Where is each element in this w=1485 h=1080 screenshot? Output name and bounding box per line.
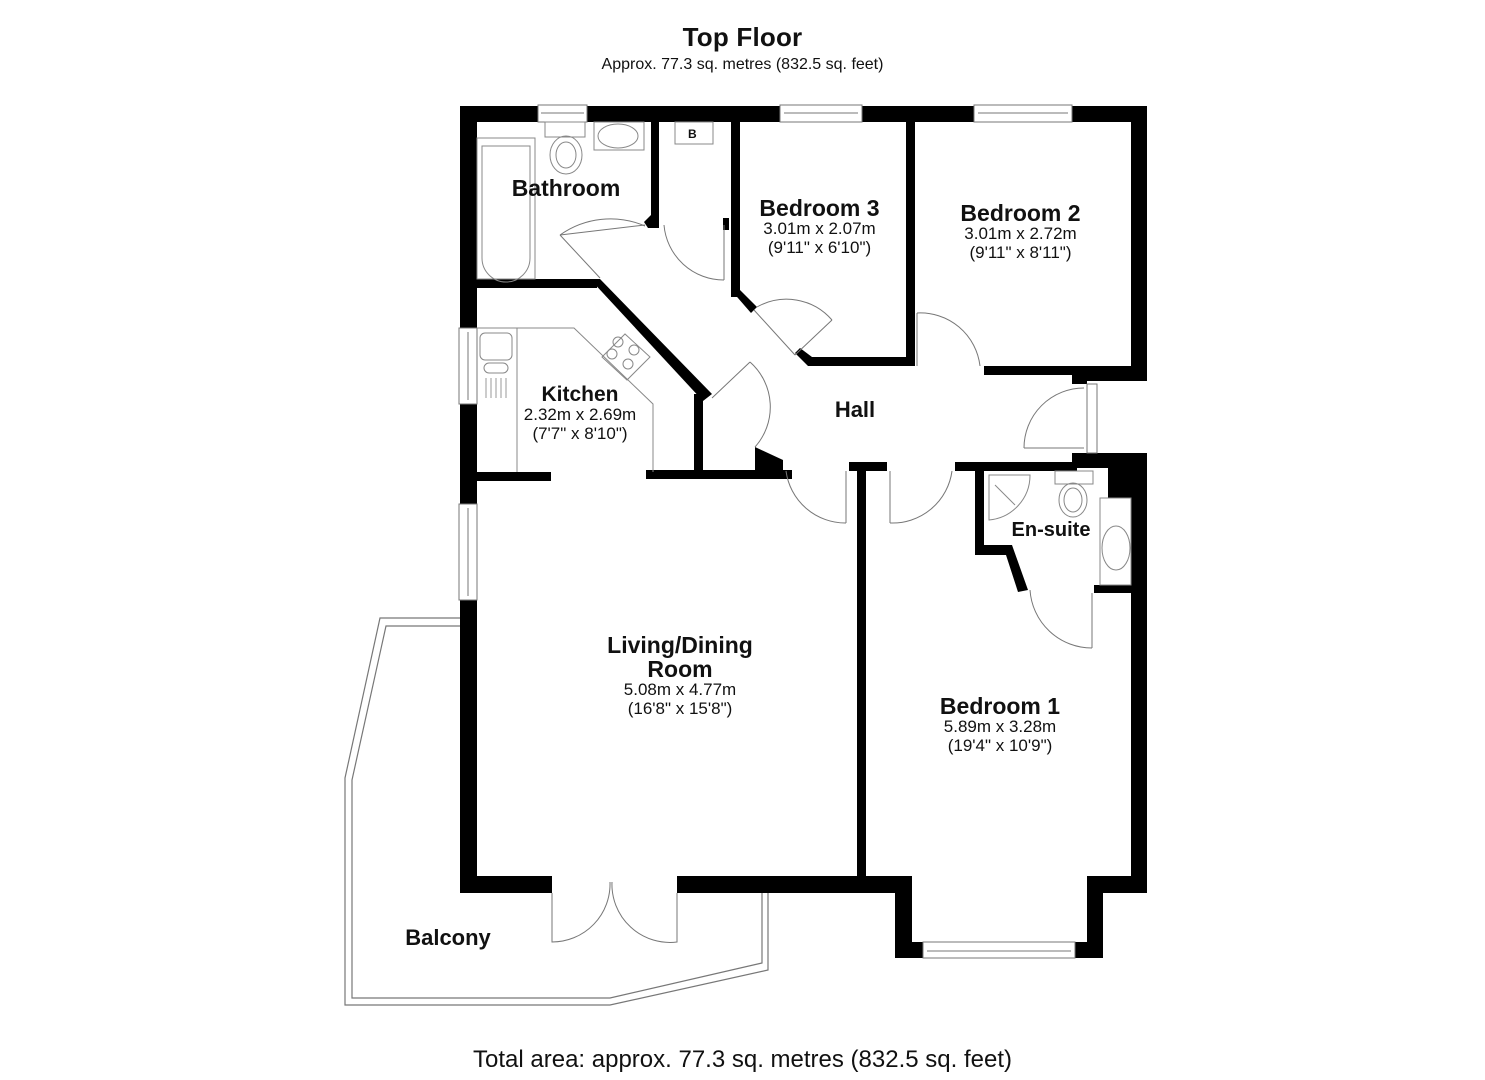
room-balcony: Balcony xyxy=(388,926,508,949)
room-metric-dims: 2.32m x 2.69m xyxy=(523,405,637,425)
windows xyxy=(458,104,1098,959)
room-name-line2: Room xyxy=(647,656,713,683)
room-bedroom1: Bedroom 1 5.89m x 3.28m (19'4" x 10'9") xyxy=(915,694,1085,756)
room-metric-dims: 3.01m x 2.07m xyxy=(763,219,876,239)
room-name: Hall xyxy=(834,397,876,422)
room-metric-dims: 3.01m x 2.72m xyxy=(964,224,1077,244)
room-name: En-suite xyxy=(1011,519,1091,541)
room-name-line1: Living/Dining xyxy=(607,632,753,658)
door-swings xyxy=(551,218,1093,943)
room-metric-dims: 5.08m x 4.77m xyxy=(623,680,737,700)
room-name: Kitchen xyxy=(541,383,619,406)
toilet-icon xyxy=(544,121,586,138)
room-name: Balcony xyxy=(405,925,491,950)
floor-title: Top Floor xyxy=(682,22,803,52)
shower-icon xyxy=(988,474,1031,521)
fixtures xyxy=(476,121,1132,586)
boiler-icon xyxy=(674,121,714,145)
total-area-footer: Total area: approx. 77.3 sq. metres (832… xyxy=(473,1046,1012,1073)
room-name: Bedroom 3 xyxy=(759,195,880,221)
floor-area-subtitle: Approx. 77.3 sq. metres (832.5 sq. feet) xyxy=(601,56,884,73)
room-bedroom3: Bedroom 3 3.01m x 2.07m (9'11" x 6'10") xyxy=(737,196,902,258)
room-living-dining: Living/Dining Room 5.08m x 4.77m (16'8" … xyxy=(580,633,780,719)
boiler-label: B xyxy=(688,127,697,141)
room-bathroom: Bathroom xyxy=(496,176,636,200)
ensuite-toilet-icon xyxy=(1054,470,1094,485)
room-imperial-dims: (16'8" x 15'8") xyxy=(627,698,733,718)
drainer-icon xyxy=(485,378,507,398)
room-imperial-dims: (9'11" x 6'10") xyxy=(767,237,872,257)
room-name: Bedroom 1 xyxy=(939,693,1061,719)
room-imperial-dims: (9'11" x 8'11") xyxy=(969,242,1072,262)
room-name: Bedroom 2 xyxy=(960,200,1081,226)
sink-icon xyxy=(479,332,513,361)
room-kitchen: Kitchen 2.32m x 2.69m (7'7" x 8'10") xyxy=(510,383,650,443)
room-ensuite: En-suite xyxy=(996,520,1106,541)
balcony-outline xyxy=(344,617,769,1006)
room-bedroom2: Bedroom 2 3.01m x 2.72m (9'11" x 8'11") xyxy=(938,201,1103,263)
room-name: Bathroom xyxy=(511,175,621,201)
room-imperial-dims: (19'4" x 10'9") xyxy=(947,735,1053,755)
hob-icon xyxy=(601,333,651,381)
walls xyxy=(460,106,1147,958)
room-imperial-dims: (7'7" x 8'10") xyxy=(532,423,628,443)
bathtub-icon xyxy=(476,137,536,280)
ensuite-basin-icon xyxy=(1101,525,1131,571)
room-metric-dims: 5.89m x 3.28m xyxy=(943,717,1057,737)
basin-icon xyxy=(593,121,645,151)
room-hall: Hall xyxy=(815,398,895,421)
